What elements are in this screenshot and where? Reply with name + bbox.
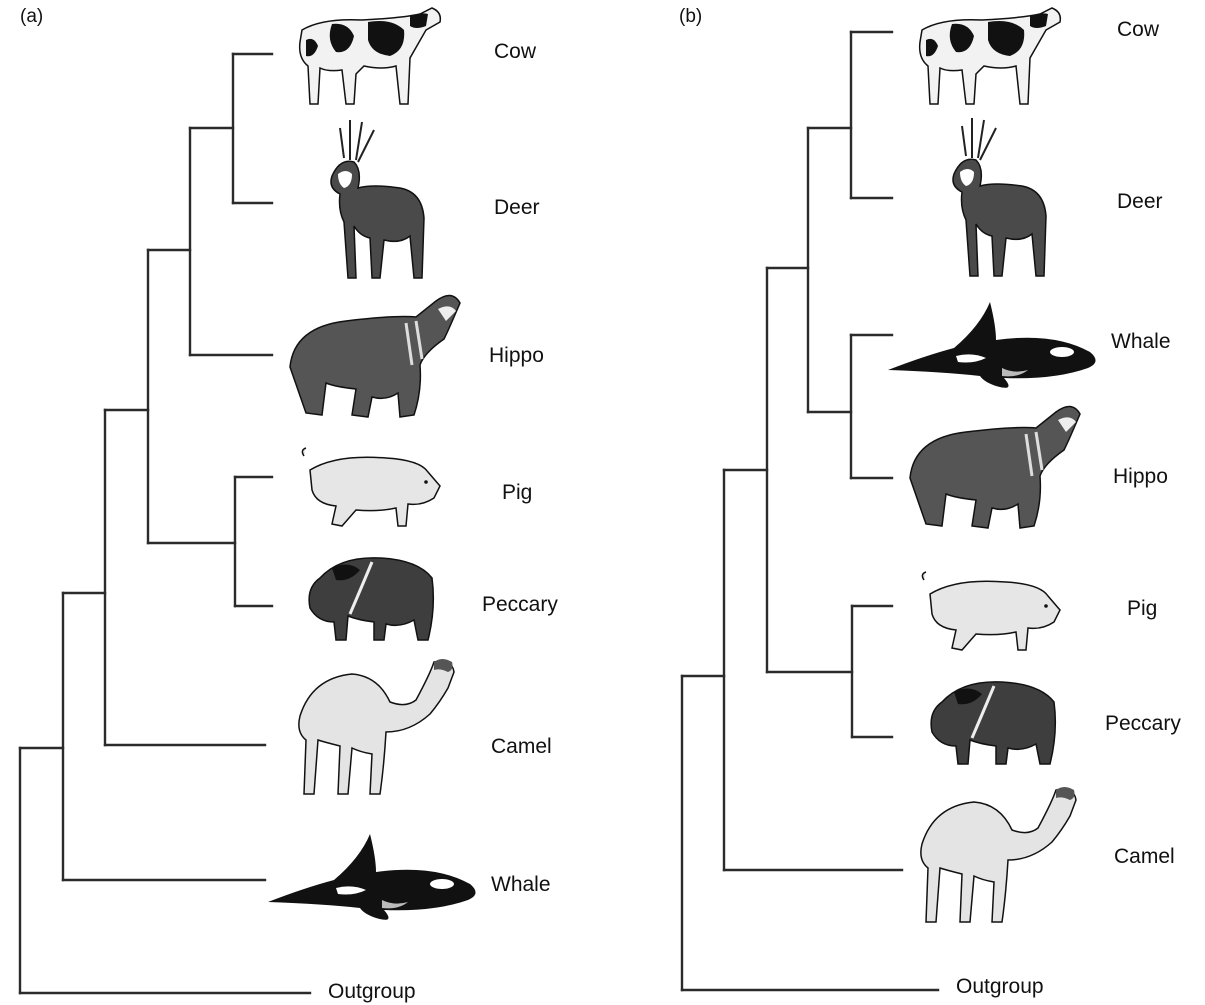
pig-icon — [296, 442, 444, 530]
cladogram-b: (b) — [602, 0, 1204, 1005]
taxon-label: Deer — [1117, 190, 1163, 214]
hippo-icon — [276, 287, 466, 425]
cladogram-a: (a) — [0, 0, 602, 1005]
deer-icon — [932, 116, 1056, 284]
taxon-label: Whale — [491, 873, 551, 897]
hippo-icon — [896, 398, 1086, 536]
taxon-label: Hippo — [489, 344, 544, 368]
camel-icon — [912, 784, 1084, 928]
taxon-label: Peccary — [1105, 712, 1181, 736]
taxon-label: Pig — [1127, 597, 1157, 621]
taxon-label: Deer — [494, 196, 540, 220]
taxon-label: Cow — [1117, 18, 1159, 42]
taxon-label: Camel — [491, 735, 552, 759]
deer-icon — [310, 118, 434, 286]
taxon-label: Hippo — [1113, 465, 1168, 489]
taxon-label: Peccary — [482, 593, 558, 617]
whale-icon — [264, 832, 484, 924]
peccary-icon — [922, 672, 1060, 768]
camel-icon — [290, 656, 462, 800]
whale-icon — [884, 300, 1104, 392]
taxon-label: Whale — [1111, 330, 1171, 354]
cow-icon — [912, 0, 1064, 112]
taxon-label: Pig — [502, 481, 532, 505]
taxon-label: Outgroup — [956, 975, 1044, 999]
taxon-label: Cow — [494, 40, 536, 64]
pig-icon — [916, 566, 1064, 654]
taxon-label: Camel — [1114, 845, 1175, 869]
taxon-label: Outgroup — [328, 980, 416, 1004]
peccary-icon — [300, 548, 438, 644]
cow-icon — [292, 0, 444, 112]
